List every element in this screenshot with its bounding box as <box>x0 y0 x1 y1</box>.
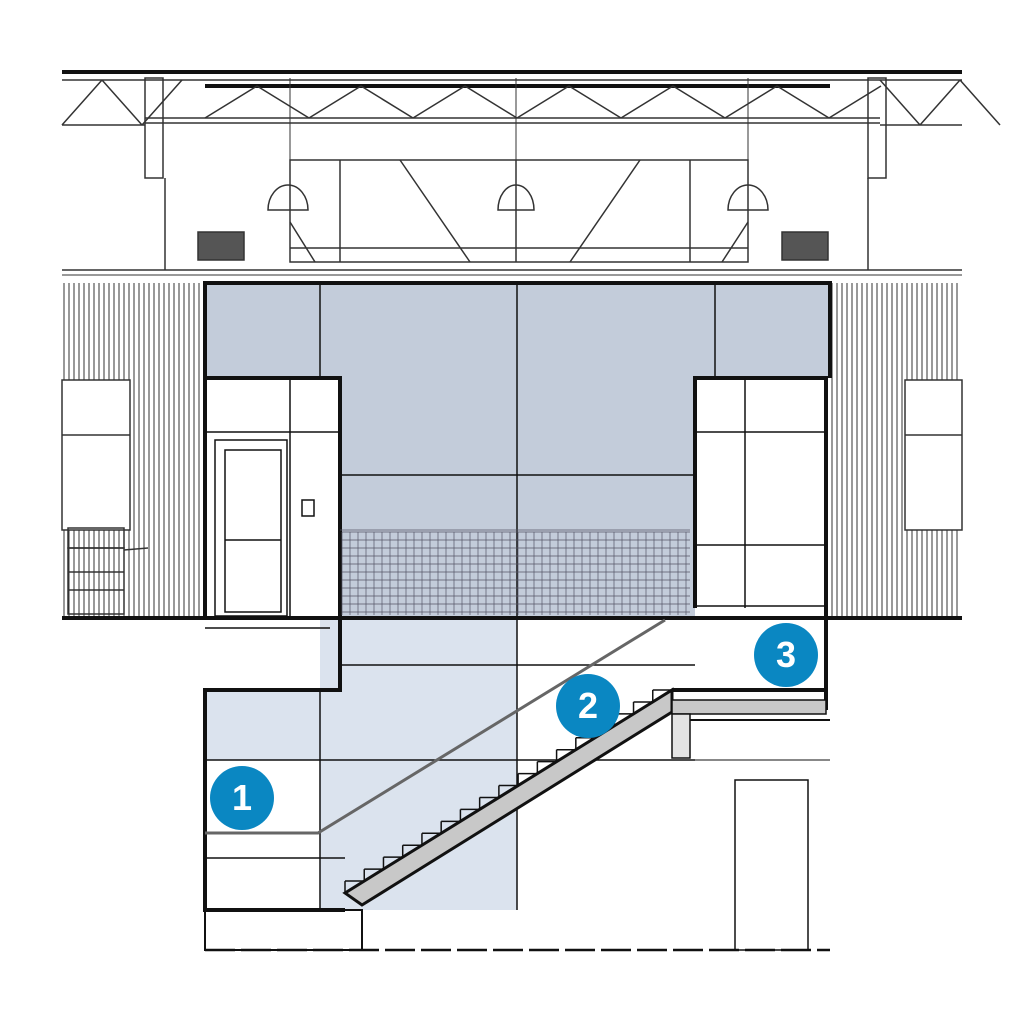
lower-door <box>734 779 809 951</box>
side-window <box>61 379 131 531</box>
roof-truss <box>61 70 1001 126</box>
glazing <box>695 378 826 608</box>
callout-badge-2: 2 <box>556 674 620 738</box>
truss-diagonal <box>568 85 622 119</box>
truss-diagonal <box>61 79 103 126</box>
callout-label: 2 <box>577 685 599 726</box>
truss-diagonal <box>516 85 570 119</box>
truss-diagonal <box>724 85 778 119</box>
truss-diagonal <box>204 85 258 119</box>
truss-diagonal <box>672 85 726 119</box>
truss-diagonal <box>256 85 310 119</box>
truss-diagonal <box>776 85 830 119</box>
truss-diagonal <box>919 79 961 126</box>
glazed-door <box>205 378 340 618</box>
vent-grille <box>781 231 829 261</box>
callout-label: 3 <box>775 634 797 675</box>
callout-label: 1 <box>231 777 253 818</box>
truss-diagonal <box>360 85 414 119</box>
truss-diagonal <box>464 85 518 119</box>
column <box>144 77 164 179</box>
column <box>867 77 887 179</box>
truss-diagonal <box>828 85 882 119</box>
callout-badge-3: 3 <box>754 623 818 687</box>
vent-grille <box>197 231 245 261</box>
callout-badge-1: 1 <box>210 766 274 830</box>
truss-diagonal <box>141 79 183 126</box>
truss-diagonal <box>412 85 466 119</box>
lower-wall-panel <box>205 690 320 760</box>
truss-diagonal <box>959 79 1001 126</box>
handrail <box>205 618 666 835</box>
copier <box>67 527 149 615</box>
side-window <box>904 379 963 531</box>
clerestory-window <box>267 78 769 263</box>
truss-diagonal <box>308 85 362 119</box>
truss-diagonal <box>101 79 143 126</box>
mesh-railing <box>340 529 690 615</box>
truss-diagonal <box>620 85 674 119</box>
